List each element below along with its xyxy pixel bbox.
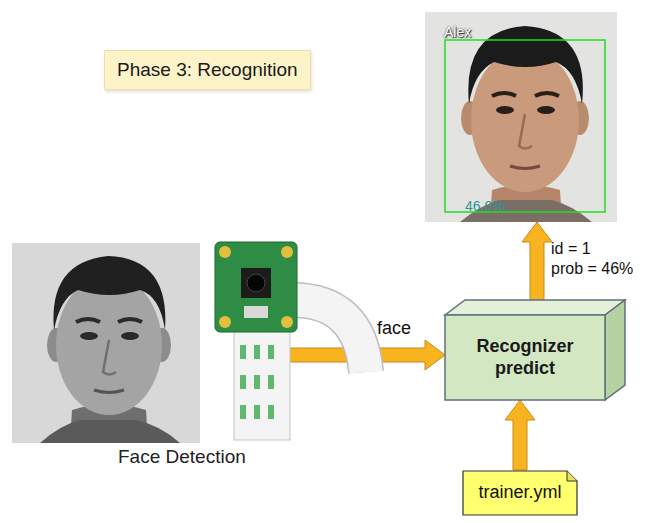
detection-box [445, 40, 605, 212]
face [471, 48, 579, 192]
camera-module [215, 242, 366, 440]
note-body [463, 471, 577, 515]
camera-lens-housing [241, 268, 271, 298]
eye [80, 332, 98, 340]
colour-face-photo [425, 12, 617, 222]
eyebrow [492, 93, 516, 96]
arrow-label: face [377, 317, 411, 340]
image-panel: Alex 46.0% [425, 12, 617, 222]
process-box: Recognizer predict [445, 300, 625, 400]
photo-background [425, 12, 617, 222]
mouth [510, 166, 540, 169]
eyebrow [76, 319, 100, 322]
cable-mark [254, 375, 260, 389]
box-top-face [445, 300, 625, 315]
mount-hole [219, 246, 231, 258]
arrow-label: id = 1 prob = 46% [551, 239, 633, 279]
cable-mark [268, 345, 274, 359]
node-label: trainer.yml [478, 482, 561, 504]
mount-hole [219, 316, 231, 328]
box-front-face [445, 315, 605, 400]
eye [496, 106, 514, 114]
eye [121, 332, 139, 340]
node-label: Alex [444, 24, 471, 41]
cable-mark [240, 405, 246, 419]
file-note: trainer.yml [462, 470, 578, 516]
mount-hole [281, 316, 293, 328]
cable-mark [240, 345, 246, 359]
camera-board [215, 242, 297, 332]
cable-mark [254, 345, 260, 359]
camera-connector [244, 306, 268, 318]
phase-title: Phase 3: Recognition [104, 50, 311, 90]
cable-mark [268, 405, 274, 419]
block-arrow [522, 222, 552, 300]
note-fold [567, 471, 577, 481]
image-panel: Face Detection [12, 243, 282, 475]
face [56, 275, 162, 415]
mouth [94, 390, 124, 393]
cable-mark [240, 375, 246, 389]
camera-lens [247, 274, 265, 292]
nose [103, 340, 116, 375]
eye [537, 106, 555, 114]
cable-mark [268, 375, 274, 389]
ribbon-cable [234, 328, 290, 440]
hair [468, 26, 583, 104]
node-label: Face Detection [118, 446, 246, 469]
ribbon-cable-outline [292, 300, 366, 372]
mount-hole [281, 246, 293, 258]
ribbon-cable [292, 300, 366, 372]
hair [53, 256, 165, 330]
cable-mark [254, 405, 260, 419]
grayscale-face-photo [12, 243, 200, 443]
node-label: Recognizer predict [476, 336, 573, 379]
box-side-face [605, 300, 625, 400]
nose [519, 114, 532, 149]
shirt [40, 420, 180, 443]
node-label: 46.0% [465, 198, 505, 215]
photo-background [12, 243, 200, 443]
eyebrow [535, 93, 559, 96]
block-arrow [505, 400, 535, 470]
eyebrow [118, 319, 142, 322]
